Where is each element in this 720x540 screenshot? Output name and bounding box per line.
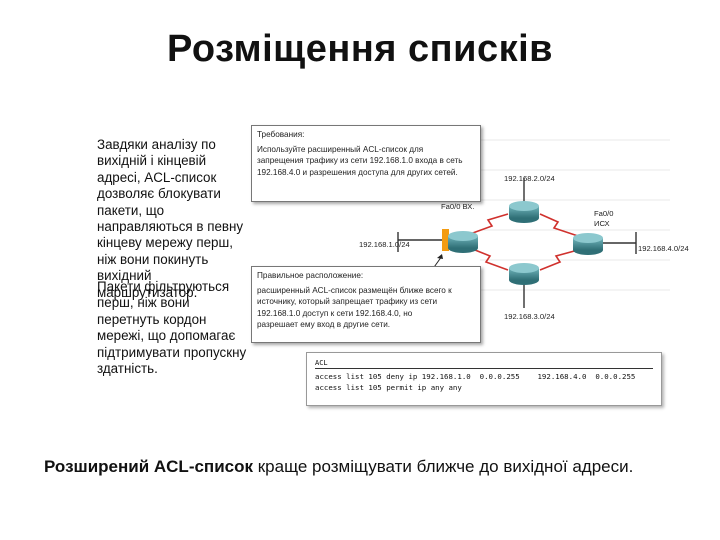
requirements-line: 192.168.4.0 и разрешения доступа для дру… <box>257 167 458 177</box>
placement-line: расширенный ACL-список размещён ближе вс… <box>257 286 452 296</box>
requirements-heading: Требования: <box>257 130 305 139</box>
placement-line: 192.168.1.0 доступ к сети 192.168.4.0, н… <box>257 308 413 318</box>
wan-link-bottom-right <box>539 249 579 271</box>
network-diagram <box>397 139 670 308</box>
network-label-top: 192.168.2.0/24 <box>504 174 555 183</box>
placement-line: источнику, который запрещает трафику из … <box>257 297 438 307</box>
requirements-line: Используйте расширенный ACL-список для <box>257 145 424 155</box>
router-top <box>509 201 539 223</box>
acl-command-line: access list 105 permit ip any any <box>315 383 462 392</box>
network-label-right: 192.168.4.0/24 <box>638 244 689 253</box>
bottom-statement-rest: краще розміщувати ближче до вихідної адр… <box>253 457 634 476</box>
bottom-statement: Розширений ACL-список краще розміщувати … <box>44 457 633 477</box>
placement-heading: Правильное расположение: <box>257 271 364 280</box>
wan-link-left-top <box>469 213 509 235</box>
paragraph-acl-analysis: Завдяки аналізу по вихідній і кінцевій а… <box>97 137 244 300</box>
wan-link-left-bottom <box>469 247 509 271</box>
pointer-arrowhead <box>437 254 443 259</box>
acl-command-line: access list 105 deny ip 192.168.1.0 0.0.… <box>315 372 636 381</box>
network-label-left: 192.168.1.0/24 <box>359 240 410 249</box>
network-label-bottom: 192.168.3.0/24 <box>504 312 555 321</box>
slide-title: Розміщення списків <box>166 28 554 70</box>
interface-label-in: Fa0/0 ВХ. <box>441 202 475 211</box>
placement-note: Правильное расположение: расширенный ACL… <box>251 266 481 343</box>
acl-config-box: ACL access list 105 deny ip 192.168.1.0 … <box>306 352 662 406</box>
router-bottom <box>509 263 539 285</box>
bottom-statement-bold: Розширений ACL-список <box>44 457 253 476</box>
requirements-line: запрещения трафику из сети 192.168.1.0 в… <box>257 156 463 166</box>
acl-interface-highlight <box>442 229 449 251</box>
background-grid <box>480 139 670 291</box>
requirements-note: Требования: Используйте расширенный ACL-… <box>251 125 481 202</box>
placement-line: разрешает ему вход в другие сети. <box>257 319 391 329</box>
paragraph-filtering: Пакети фільтруються перш, ніж вони перет… <box>97 279 247 377</box>
wan-link-top-right <box>539 213 579 237</box>
router-right <box>573 233 603 255</box>
interface-label-out-direction: ИСХ <box>594 219 610 228</box>
router-left <box>448 231 478 253</box>
acl-config-divider <box>315 368 653 369</box>
acl-config-title: ACL <box>315 359 328 367</box>
interface-label-out: Fa0/0 <box>594 209 614 218</box>
